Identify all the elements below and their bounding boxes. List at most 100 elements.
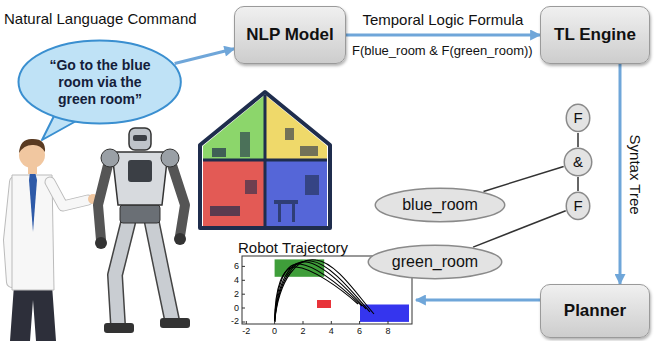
robot-figure — [115, 223, 128, 325]
trajectory-plot-area — [246, 321, 247, 324]
process-box: NLP Model — [234, 6, 346, 64]
operator-circle-outline — [566, 104, 590, 131]
robot-figure — [101, 149, 119, 167]
trajectory-plot-area — [388, 321, 389, 324]
robot-figure — [129, 128, 151, 150]
robot-figure — [172, 165, 185, 236]
trajectory-plot-area — [275, 267, 358, 322]
trajectory-plot-area — [242, 308, 245, 309]
trajectory-plot-area — [242, 322, 245, 323]
axis-tick: 6 — [234, 261, 239, 271]
proposition-ellipse: blue_room — [374, 187, 506, 223]
trajectory-plot-area — [242, 266, 388, 324]
trajectory-plot-text: Robot Trajectory — [238, 239, 348, 256]
house-illustration — [210, 206, 240, 216]
operator-circle-text: F — [573, 197, 582, 214]
house-illustration — [265, 160, 327, 226]
speech-bubble-text: “Go to the blue room via the green room” — [43, 57, 157, 108]
trajectory-plot-area — [242, 266, 245, 267]
robot-figure — [174, 233, 186, 245]
section-label: Natural Language Command — [4, 10, 197, 27]
flow-arrow — [416, 299, 540, 302]
robot-figure — [115, 223, 128, 325]
operator-circle: & — [563, 147, 593, 177]
axis-tick: -2 — [242, 326, 250, 336]
trajectory-plot-area — [359, 321, 360, 324]
operator-circle-outline — [564, 148, 592, 176]
axis-tick: 4 — [329, 326, 334, 336]
operator-circle: F — [565, 103, 591, 133]
tree-branch — [483, 166, 563, 191]
tree-branch — [577, 177, 579, 191]
operator-circle: F — [565, 191, 591, 221]
speech-bubble: “Go to the blue room via the green room” — [17, 39, 182, 125]
trajectory-plot: Robot Trajectory — [224, 238, 416, 338]
house-illustration — [305, 175, 319, 195]
robot-figure — [128, 160, 152, 182]
robot-figure — [95, 237, 107, 249]
robot-figure — [161, 149, 179, 167]
process-box-text: NLP Model — [246, 25, 334, 45]
axis-tick: 0 — [234, 303, 239, 313]
trajectory-plot-area — [274, 321, 275, 324]
process-box-text: Planner — [564, 301, 626, 321]
proposition-ellipse-outline — [375, 188, 505, 222]
man-figure — [10, 285, 56, 341]
robot-figure — [120, 205, 160, 223]
operator-circle-text: & — [573, 153, 583, 170]
house-illustration — [285, 128, 294, 140]
robot-figure — [98, 165, 108, 240]
man-figure — [50, 182, 88, 206]
axis-tick: 4 — [234, 275, 239, 285]
trajectory-plot-area — [317, 300, 331, 308]
axis-tick: -2 — [231, 316, 239, 326]
trajectory-plot-area — [360, 305, 409, 322]
trajectory-plot-area — [242, 294, 245, 295]
house-illustration — [265, 95, 327, 160]
house-illustration — [200, 92, 330, 228]
house-illustration — [274, 200, 298, 204]
speech-bubble-outline — [19, 41, 181, 124]
house-illustration — [203, 95, 265, 160]
operator-circle-text: F — [573, 109, 582, 126]
house-illustration — [292, 204, 295, 222]
robot-figure — [112, 152, 168, 205]
robot-figure — [104, 323, 134, 333]
process-box-text: TL Engine — [554, 25, 636, 45]
axis-tick: 2 — [301, 326, 306, 336]
proposition-ellipse-text: blue_room — [402, 196, 478, 214]
man-figure — [9, 139, 103, 341]
axis-tick: 0 — [272, 326, 277, 336]
robot-figure — [152, 223, 172, 320]
house-illustration — [240, 132, 250, 157]
proposition-ellipse: green_room — [367, 244, 503, 280]
axis-tick: 6 — [357, 326, 362, 336]
trajectory-plot-area — [275, 260, 374, 322]
trajectory-plot-area — [275, 260, 374, 322]
flow-arrow — [619, 64, 622, 284]
operator-circle-outline — [566, 192, 590, 219]
flow-arrow — [346, 34, 540, 37]
proposition-ellipse-text: green_room — [392, 253, 478, 271]
robot-figure — [152, 223, 172, 320]
man-figure — [19, 139, 45, 153]
formula-label: F(blue_room & F(green_room)) — [352, 44, 533, 59]
robot-figure — [160, 318, 190, 328]
man-figure — [29, 172, 37, 232]
flow-arrow — [175, 49, 235, 64]
trajectory-plot-area — [242, 280, 245, 281]
house-illustration — [212, 148, 226, 157]
process-box: TL Engine — [540, 6, 650, 64]
axis-tick: 8 — [386, 326, 391, 336]
robot-figure — [133, 135, 147, 141]
tree-branch — [577, 133, 579, 147]
house-illustration — [278, 204, 281, 222]
trajectory-plot-area — [303, 321, 304, 324]
robot-figure — [95, 128, 190, 333]
man-figure — [50, 182, 88, 206]
house-illustration — [300, 146, 318, 156]
house-illustration — [264, 95, 267, 226]
process-box: Planner — [540, 284, 650, 338]
axis-tick: 2 — [234, 289, 239, 299]
